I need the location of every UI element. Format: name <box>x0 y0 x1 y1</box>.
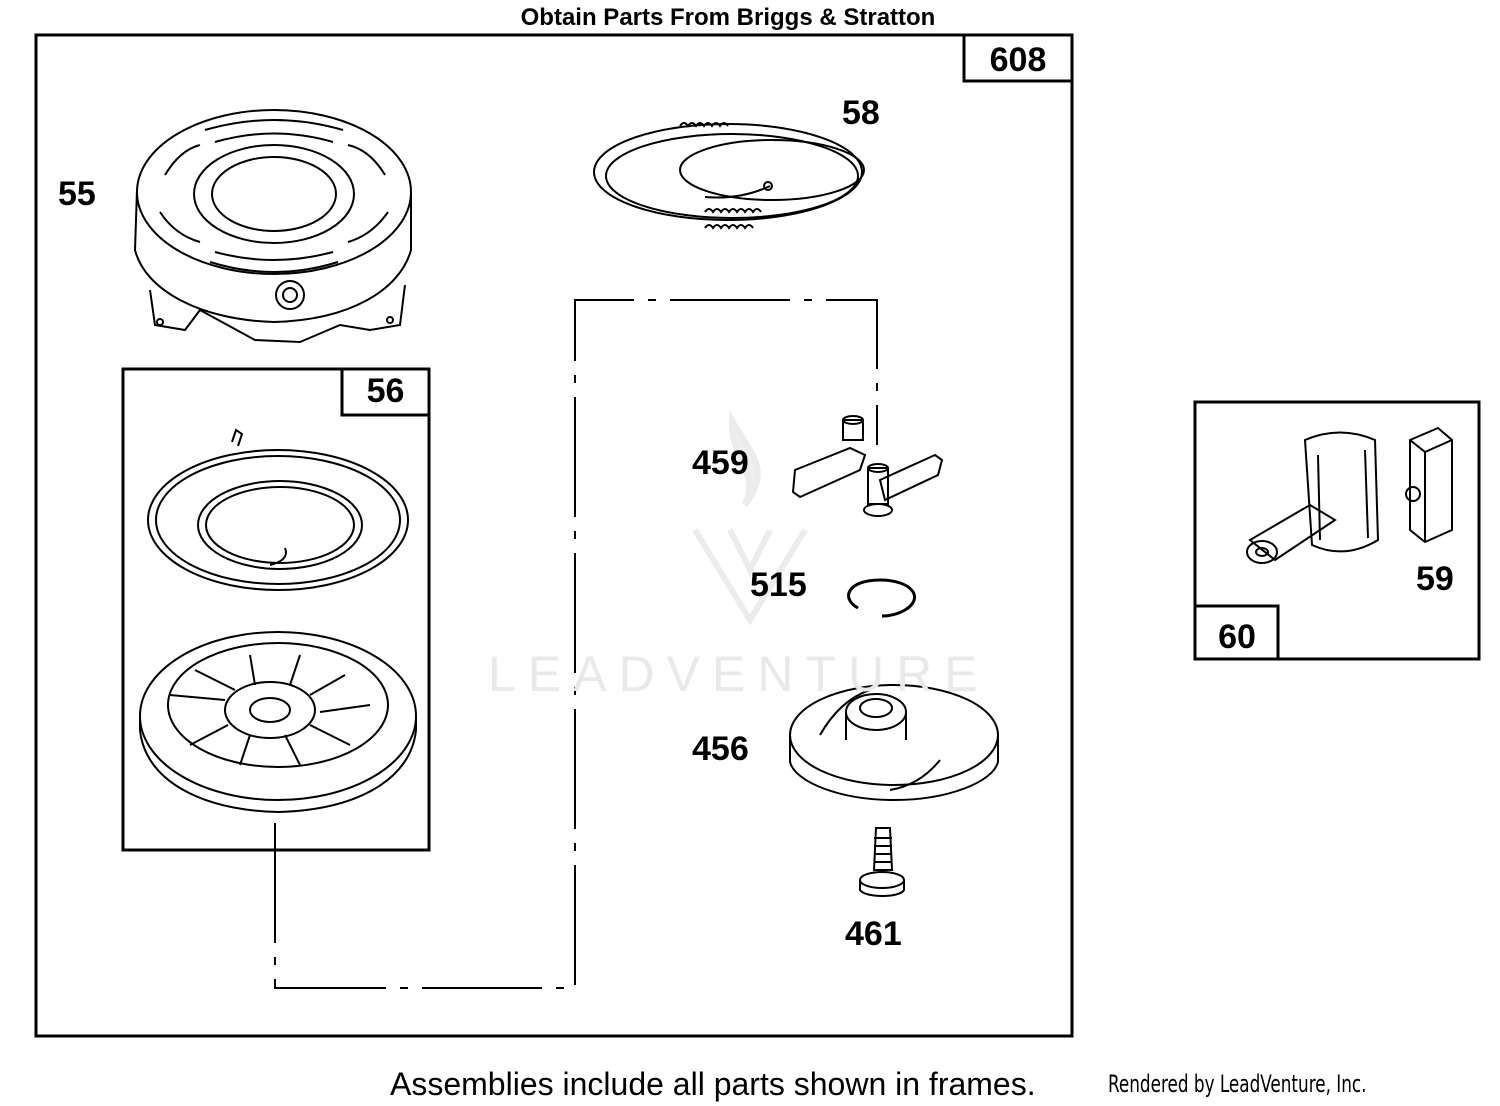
leader-lines <box>274 299 878 989</box>
frame-56-label-box <box>340 367 431 417</box>
starter-rope-drawing <box>593 122 865 230</box>
frame-56-number[interactable]: 56 <box>366 372 405 410</box>
callout-cam-retainer[interactable]: 456 <box>692 730 749 768</box>
screw-drawing <box>859 827 905 897</box>
callout-handle-insert[interactable]: 59 <box>1416 560 1454 598</box>
rewind-spring-drawing <box>147 428 409 591</box>
cam-retainer-drawing <box>789 684 999 802</box>
diagram-title: Obtain Parts From Briggs & Stratton <box>520 4 936 31</box>
callout-dog[interactable]: 459 <box>692 444 749 482</box>
pulley-drawing <box>139 631 417 814</box>
callout-housing[interactable]: 55 <box>58 175 96 213</box>
frame-60-label-box <box>1193 604 1280 661</box>
frame-56 <box>121 367 431 852</box>
starter-dog-drawing <box>791 415 944 517</box>
retainer-ring-drawing <box>847 578 916 618</box>
starter-handle-drawing <box>1246 431 1380 564</box>
footer-note: Assemblies include all parts shown in fr… <box>390 1066 1036 1102</box>
handle-insert-drawing <box>1405 426 1453 544</box>
leadventure-watermark-logo <box>692 409 808 626</box>
callout-screw[interactable]: 461 <box>845 915 902 953</box>
callout-retainer-ring[interactable]: 515 <box>750 566 807 604</box>
callout-rope[interactable]: 58 <box>842 94 880 132</box>
watermark-text: LEADVENTURE <box>488 646 990 702</box>
frame-60-number[interactable]: 60 <box>1218 618 1256 656</box>
frame-608 <box>34 33 1074 1038</box>
frame-608-label-box <box>962 33 1074 83</box>
render-credit: Rendered by LeadVenture, Inc. <box>1108 1070 1367 1098</box>
starter-housing-drawing <box>133 109 412 344</box>
frame-608-number[interactable]: 608 <box>989 41 1047 79</box>
frame-60 <box>1193 400 1481 661</box>
